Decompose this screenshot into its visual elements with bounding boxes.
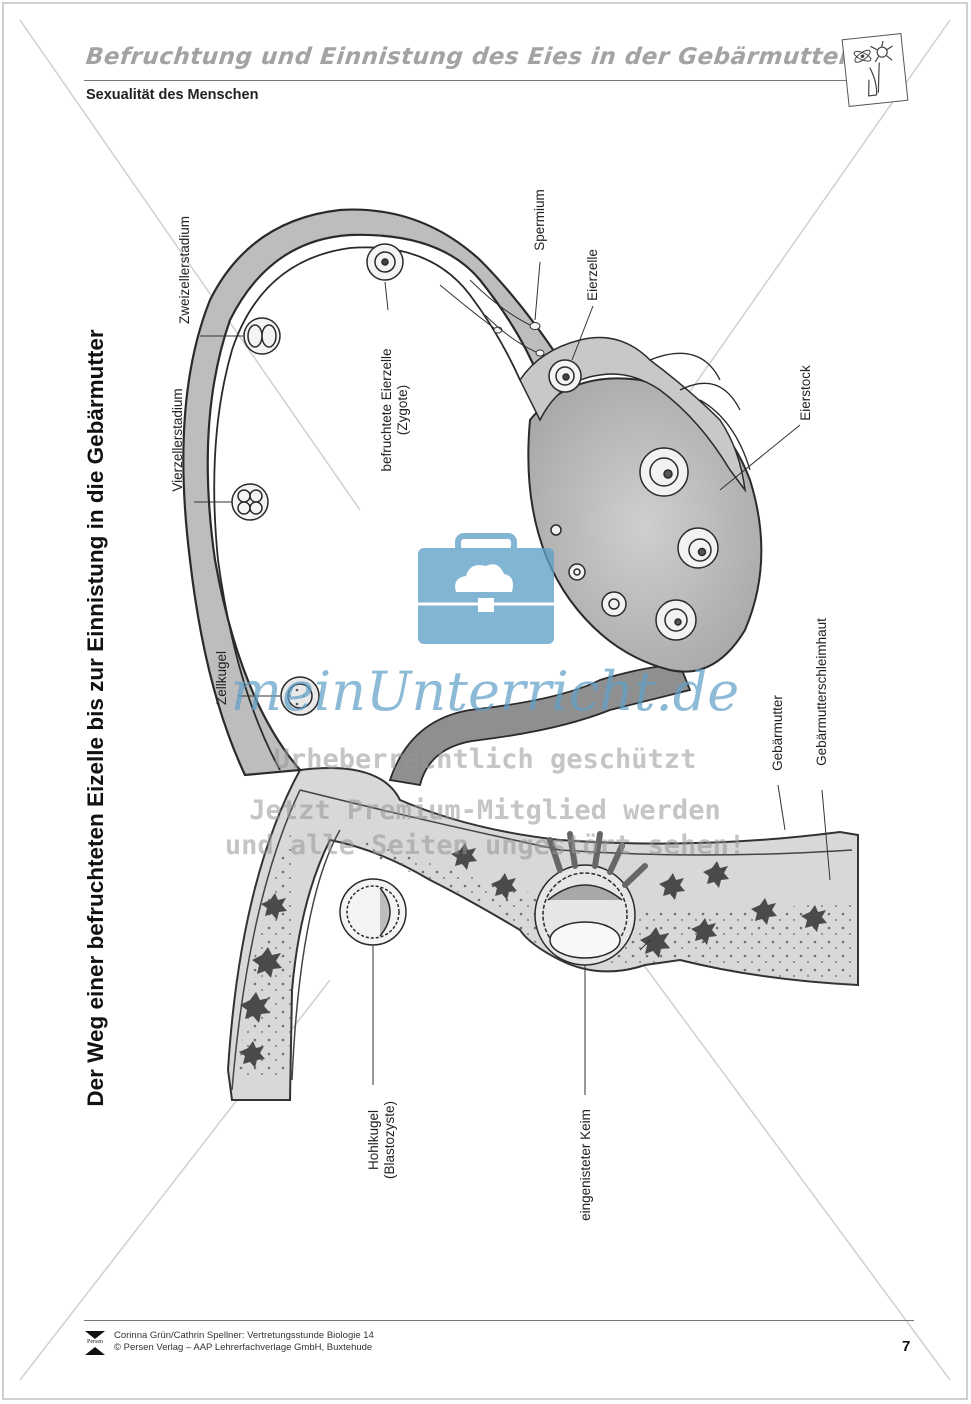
page-number: 7	[902, 1338, 911, 1355]
flower-logo-icon	[841, 33, 909, 107]
label-leader-lines	[194, 261, 831, 1095]
watermark-brand: meinUnterricht.de	[230, 660, 740, 723]
persen-logo-icon: Persen	[84, 1330, 106, 1356]
implanted-embryo	[534, 831, 648, 966]
ovary-follicles	[550, 447, 719, 641]
footer-authors: Corinna Grün/Cathrin Spellner: Vertretun…	[114, 1330, 374, 1341]
tube-loop	[388, 664, 692, 787]
gland-marks	[239, 843, 827, 1068]
section-subtitle: Sexualität des Menschen	[86, 87, 259, 103]
footer-divider	[84, 1320, 914, 1321]
footer-credits: Corinna Grün/Cathrin Spellner: Vertretun…	[114, 1330, 374, 1354]
morula	[280, 676, 320, 716]
footer-publisher: © Persen Verlag – AAP Lehrerfachverlage …	[114, 1342, 373, 1353]
zygote	[366, 243, 404, 281]
footer-brand-text: Persen	[87, 1339, 103, 1345]
egg-cell	[548, 359, 582, 393]
watermark-line-2: Jetzt Premium-Mitglied werden	[249, 795, 721, 826]
two-cell-stage	[243, 317, 281, 355]
blastocyst	[339, 878, 407, 946]
watermark-line-1: Urheberrechtlich geschützt	[273, 744, 697, 775]
sperm-cells	[439, 279, 545, 357]
four-cell-stage	[231, 483, 269, 521]
watermark-line-3: und alle Seiten ungestört sehen!	[224, 830, 746, 861]
header-divider	[84, 80, 854, 81]
